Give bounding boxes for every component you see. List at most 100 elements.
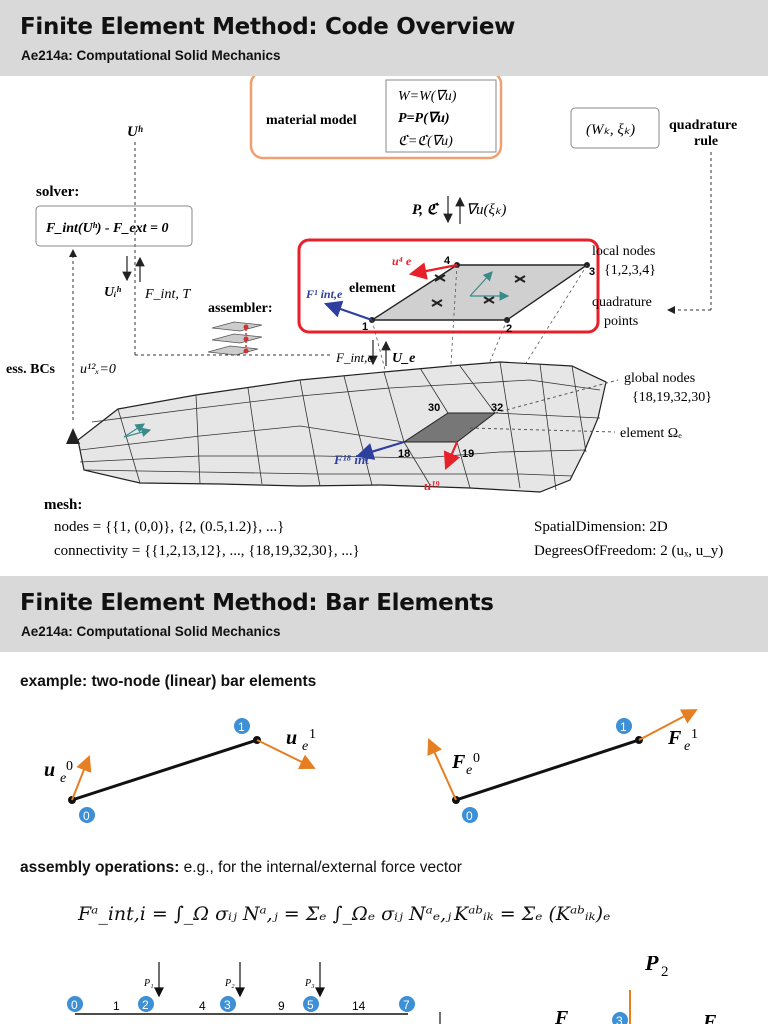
- truss-node-2: 2: [142, 998, 149, 1012]
- local-nodes-set: {1,2,3,4}: [604, 263, 656, 278]
- truss-right-node-3: 3: [616, 1014, 623, 1024]
- local-node-3: 3: [589, 266, 595, 278]
- mesh-body: [77, 361, 607, 493]
- bar-right-f0: F: [451, 751, 466, 773]
- local-nodes-label: local nodes: [592, 244, 655, 259]
- quadrature-rule-label2: rule: [694, 134, 718, 149]
- eq-c: ℭ=ℭ(∇u): [398, 134, 453, 149]
- local-node-1: 1: [362, 321, 368, 333]
- quadrature-rule-label1: quadrature: [669, 118, 737, 133]
- global-nodes-label: global nodes: [624, 371, 695, 386]
- bar-left-u1-sup: 1: [309, 727, 316, 742]
- truss-p2-sub: 2: [661, 964, 669, 980]
- solver-arrow-right: F_int, T: [144, 287, 191, 302]
- mesh-nodes: nodes = {{1, (0,0)}, {2, (0.5,1.2)}, ...…: [54, 519, 284, 535]
- global-node-19: 19: [462, 448, 474, 460]
- bar-left-u0: u: [44, 759, 55, 781]
- solver-box: [35, 205, 193, 247]
- truss-member-4: 4: [199, 999, 206, 1013]
- u-h-label: Uʰ: [127, 124, 143, 140]
- slide-subtitle: Ae214a: Computational Solid Mechanics: [21, 48, 281, 63]
- element-highlight: [297, 238, 600, 334]
- assembler-arrow-right: U_e: [392, 351, 415, 366]
- code-overview-diagram: material model W=W(∇u) P=P(∇u) ℭ=ℭ(∇u) (…: [6, 76, 737, 559]
- truss-load-2: P₂: [224, 978, 235, 989]
- assembler-arrow-left: F_int,e: [335, 350, 373, 365]
- bar-right-f1-sup: 1: [691, 727, 698, 742]
- local-node-2: 2: [506, 323, 512, 335]
- assembler-label: assembler:: [208, 301, 273, 316]
- truss-member-14: 14: [352, 999, 366, 1013]
- bar-elements-diagram: 0 1 u e 0 u e 1 0 1 F e 0 F e 1: [44, 709, 698, 823]
- solver-equation: F_int(Uʰ) - F_ext = 0: [45, 221, 168, 236]
- slide-title: Finite Element Method: Code Overview: [20, 14, 516, 40]
- example-heading: example: two-node (linear) bar elements: [20, 673, 317, 690]
- ess-bcs-eq: u¹²ₓ=0: [80, 362, 116, 377]
- element-label: element: [349, 281, 396, 296]
- ess-bcs-label: ess. BCs: [6, 362, 56, 377]
- bar-left-node-0: 0: [83, 809, 90, 823]
- truss-node-3: 3: [224, 998, 231, 1012]
- material-model-highlight: [249, 76, 503, 160]
- slide-header: Finite Element Method: Code Overview Ae2…: [0, 0, 768, 76]
- eq-p: P=P(∇u): [398, 111, 450, 126]
- quadrature-rule-box: [570, 107, 660, 149]
- material-model-label: material model: [266, 113, 357, 128]
- mesh-u-19: u¹⁹: [424, 478, 440, 493]
- truss-diagram: P₁ P₂ P₃ 0 1 2 4 3 9 5 14 7 P 2 3 F F: [67, 956, 717, 1024]
- assembly-heading-rest: e.g., for the internal/external force ve…: [179, 859, 462, 876]
- quadrature-rule-value: (Wₖ, ξₖ): [586, 122, 635, 138]
- slide-code-overview: Finite Element Method: Code Overview Ae2…: [0, 0, 768, 560]
- element-omega-label: element Ωₑ: [620, 426, 682, 441]
- truss-member-9: 9: [278, 999, 285, 1013]
- solver-label: solver:: [36, 184, 79, 200]
- truss-load-3: P₃: [304, 978, 315, 989]
- slide-title: Finite Element Method: Bar Elements: [20, 590, 494, 616]
- solver-arrow-left: Uᵢʰ: [104, 285, 121, 300]
- local-node-4: 4: [444, 255, 451, 267]
- quadrature-points-label2: points: [604, 314, 638, 329]
- global-node-32: 32: [491, 402, 503, 414]
- assembly-heading-bold: assembly operations:: [20, 859, 180, 876]
- stiffness-equation: Kᵃᵇᵢₖ = Σₑ (Kᵃᵇᵢₖ)ₑ: [454, 903, 611, 925]
- force-equation: Fᵃ_int,i = ∫_Ω σᵢⱼ Nᵃ,ⱼ = Σₑ ∫_Ωₑ σᵢⱼ Nᵃ…: [78, 903, 452, 925]
- element-f-int: F¹ int,e: [305, 287, 343, 301]
- truss-load-1: P₁: [143, 978, 154, 989]
- bar-left-u1-sub: e: [302, 739, 308, 754]
- slide-bar-elements: Finite Element Method: Bar Elements Ae21…: [0, 576, 768, 1024]
- degrees-of-freedom: DegreesOfFreedom: 2 (uₓ, u_y): [534, 543, 723, 559]
- truss-p2: P: [644, 956, 659, 975]
- spatial-dimension: SpatialDimension: 2D: [534, 519, 668, 535]
- stress-arrow-left: P, ℭ: [412, 202, 440, 218]
- element-u-e: u⁴ e: [392, 254, 412, 268]
- truss-node-0: 0: [71, 998, 78, 1012]
- bar-right-node-0: 0: [466, 809, 473, 823]
- truss-f-right: F: [702, 1011, 717, 1024]
- slide-subtitle: Ae214a: Computational Solid Mechanics: [21, 624, 281, 639]
- truss-node-5: 5: [307, 998, 314, 1012]
- bar-left-u0-sup: 0: [66, 759, 73, 774]
- global-node-30: 30: [428, 402, 440, 414]
- element-quad: [369, 264, 590, 321]
- truss-f-left: F: [554, 1007, 569, 1024]
- eq-w: W=W(∇u): [398, 89, 457, 104]
- mesh-label: mesh:: [44, 497, 82, 513]
- truss-node-7: 7: [403, 998, 410, 1012]
- global-nodes-set: {18,19,32,30}: [632, 390, 712, 405]
- bar-right-f1: F: [667, 727, 682, 749]
- bar-left-u1: u: [286, 727, 297, 749]
- bar-right-f1-sub: e: [684, 739, 690, 754]
- truss-member-1: 1: [113, 999, 120, 1013]
- mesh-connectivity: connectivity = {{1,2,13,12}, ..., {18,19…: [54, 543, 360, 559]
- global-node-18: 18: [398, 448, 410, 460]
- bar-right-f0-sub: e: [466, 763, 472, 778]
- mesh-f-int-18: F¹⁸ int: [333, 452, 369, 467]
- bar-left-node-1: 1: [238, 720, 245, 734]
- stress-arrow-right: ∇u(ξₖ): [466, 202, 506, 218]
- assembler-icon: [207, 321, 263, 356]
- slide-header: Finite Element Method: Bar Elements Ae21…: [0, 576, 768, 652]
- assembly-heading: assembly operations: e.g., for the inter…: [20, 859, 462, 877]
- quadrature-points-label1: quadrature: [592, 295, 652, 310]
- bar-left-u0-sub: e: [60, 771, 66, 786]
- bar-right-node-1: 1: [620, 720, 627, 734]
